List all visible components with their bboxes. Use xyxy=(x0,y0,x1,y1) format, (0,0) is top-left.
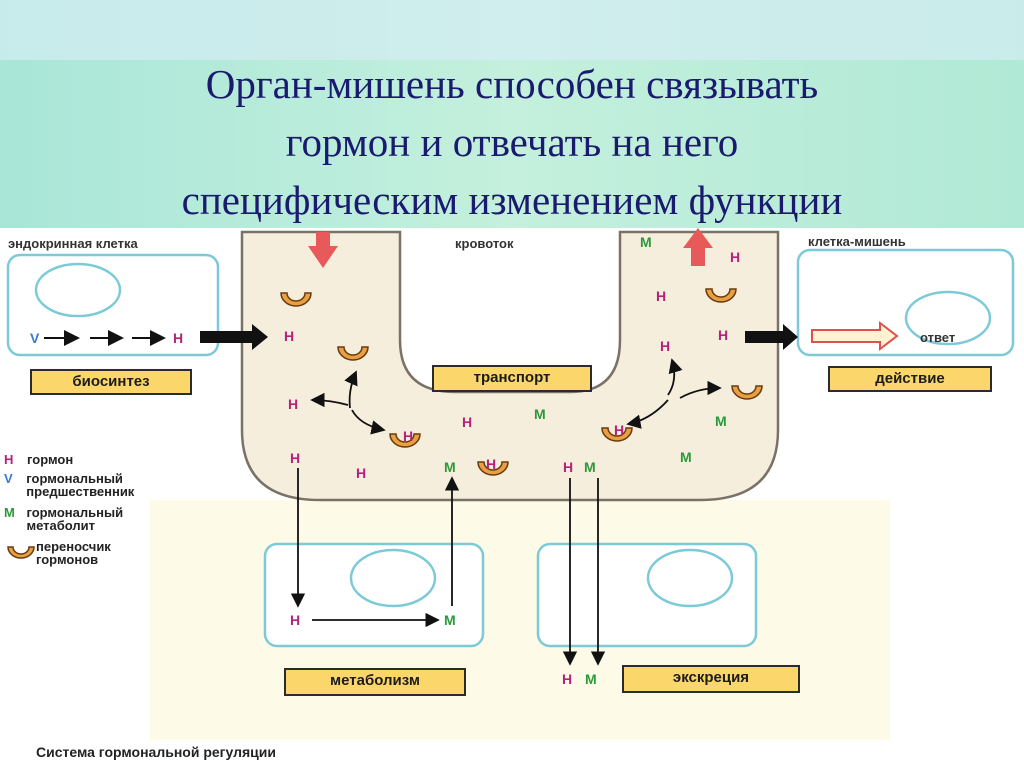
hormone-symbol: H xyxy=(660,338,671,354)
carrier-icon xyxy=(280,292,312,307)
legend-precursor-symbol: V xyxy=(4,471,13,486)
binding-arrow-up-left xyxy=(344,370,358,409)
legend-precursor-line-1: гормональный xyxy=(26,471,123,486)
hormone-symbol: H xyxy=(284,328,295,344)
secretion-arrow xyxy=(200,324,268,350)
action-box: действие xyxy=(828,366,992,392)
legend-carrier-line-2: гормонов xyxy=(36,552,99,567)
legend-precursor-text: гормональный предшественник xyxy=(26,472,134,498)
legend-metabolite-line-1: гормональный xyxy=(26,505,124,520)
transport-box: транспорт xyxy=(432,365,592,392)
metabolism-box: метаболизм xyxy=(284,668,466,696)
endocrine-cell-label: эндокринная клетка xyxy=(8,236,138,251)
response-arrow xyxy=(811,320,899,352)
metabolite-symbol: M xyxy=(715,413,727,429)
slide-title: Орган-мишень способен связывать гормон и… xyxy=(40,55,984,229)
carrier-icon xyxy=(7,546,35,559)
hormone-symbol: H xyxy=(730,249,741,265)
carrier-icon xyxy=(337,346,369,361)
title-line-2: гормон и отвечать на него xyxy=(285,119,739,165)
legend-metabolite-symbol: M xyxy=(4,505,15,520)
hormone-symbol: H xyxy=(288,396,299,412)
hormone-symbol-excretion: H xyxy=(562,671,573,687)
signal-up-arrow xyxy=(683,228,713,266)
carriers xyxy=(7,288,763,559)
hormone-symbol: H xyxy=(486,456,497,472)
carrier-icon xyxy=(477,461,509,476)
metabolite-symbol-excretion: M xyxy=(585,671,597,687)
metabolite-symbol: M xyxy=(444,459,456,475)
legend-precursor: V гормональный предшественник xyxy=(4,472,134,498)
hormone-symbol-metabolism: H xyxy=(290,612,301,628)
carrier-icon xyxy=(705,288,737,303)
carrier-icon xyxy=(601,427,633,442)
metabolite-symbol: M xyxy=(534,406,546,422)
metabolite-symbol-metabolism: M xyxy=(444,612,456,628)
footer-label: Система гормональной регуляции xyxy=(36,744,276,760)
legend-metabolite: M гормональный метаболит xyxy=(4,506,123,532)
hormone-symbol: H xyxy=(403,428,414,444)
metabolism-cell-nucleus xyxy=(349,548,437,608)
metabolite-symbol: M xyxy=(680,449,692,465)
legend-hormone: H гормон xyxy=(4,453,73,466)
excretion-box: экскреция xyxy=(622,665,800,693)
legend-hormone-text: гормон xyxy=(27,452,74,467)
hormone-symbol: H xyxy=(462,414,473,430)
binding-arrow-up-right xyxy=(667,358,683,396)
metabolite-symbol: M xyxy=(640,234,652,250)
target-entry-arrow xyxy=(745,324,798,350)
title-line-3: специфическим изменением функции xyxy=(181,177,843,223)
hormone-symbol: H xyxy=(656,288,667,304)
hormone-symbol: H xyxy=(614,422,625,438)
legend-carrier: переносчик гормонов xyxy=(36,540,111,566)
carrier-icon xyxy=(389,433,421,448)
target-cell-nucleus xyxy=(904,290,992,346)
precursor-symbol-endocrine: V xyxy=(30,330,40,346)
hormone-symbol: H xyxy=(563,459,574,475)
title-line-1: Орган-мишень способен связывать xyxy=(205,61,819,107)
binding-arrow-right xyxy=(679,380,722,399)
hormone-symbol-endocrine: H xyxy=(173,330,184,346)
bloodstream-label: кровоток xyxy=(455,236,514,251)
excretion-cell-nucleus xyxy=(646,548,734,608)
binding-arrow-down-left xyxy=(351,409,386,435)
legend-carrier-line-1: переносчик xyxy=(36,539,111,554)
legend-hormone-symbol: H xyxy=(4,452,14,467)
metabolite-symbol: M xyxy=(584,459,596,475)
hormone-symbol: H xyxy=(356,465,367,481)
target-cell-label: клетка-мишень xyxy=(808,234,906,249)
legend-metabolite-line-2: метаболит xyxy=(26,518,96,533)
carrier-icon xyxy=(731,385,763,400)
binding-arrow-left xyxy=(310,392,349,408)
biosynthesis-box: биосинтез xyxy=(30,369,192,395)
legend-metabolite-text: гормональный метаболит xyxy=(26,506,123,532)
binding-arrow-down-right xyxy=(626,399,669,429)
legend-precursor-line-2: предшественник xyxy=(26,484,135,499)
hormone-symbol: H xyxy=(718,327,729,343)
endocrine-cell-nucleus xyxy=(34,262,122,318)
response-label: ответ xyxy=(920,330,956,345)
signal-down-arrow xyxy=(308,232,338,268)
hormone-symbol: H xyxy=(290,450,301,466)
